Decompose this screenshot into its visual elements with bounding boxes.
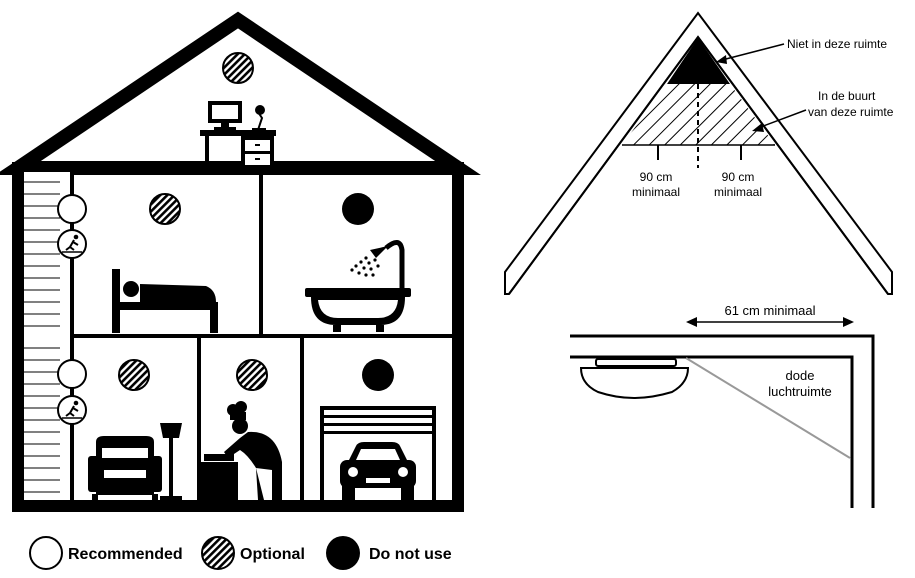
- left-distance-label-line2: minimaal: [632, 185, 680, 199]
- bathroom-do-not-use-detector: [342, 193, 374, 225]
- right-distance-label-line2: minimaal: [714, 185, 762, 199]
- not-in-space-arrowhead: [716, 55, 727, 64]
- not-in-space-arrow: [721, 43, 785, 61]
- legend-do-not-use-label: Do not use: [369, 546, 452, 563]
- ceiling-inner-line: [570, 355, 854, 508]
- right-distance-label-line1: 90 cm: [722, 170, 755, 184]
- near-space-label-line2: van deze ruimte: [808, 105, 894, 119]
- legend-do-not-use: Do not use: [326, 536, 452, 570]
- bedroom-optional-detector: [149, 193, 181, 225]
- do-not-use-swatch-icon: [326, 536, 360, 570]
- armchair-lamp-icon: [88, 423, 182, 500]
- kitchen-optional-detector: [236, 359, 268, 391]
- dead-air-label-line1: dode: [786, 368, 815, 383]
- garage-do-not-use-detector: [362, 359, 394, 391]
- ceiling-dead-air-diagram: 61 cm minimaal dode luchtruimte: [570, 303, 875, 508]
- bathtub-shower-icon: [305, 240, 411, 332]
- ceiling-outer-line: [570, 334, 875, 508]
- stair-lines: [24, 181, 60, 493]
- legend-recommended: Recommended: [29, 536, 183, 570]
- dead-air-label-line2: luchtruimte: [768, 384, 832, 399]
- house-roof: [0, 11, 481, 175]
- stairwell-upper-person-icon: [57, 229, 87, 259]
- optional-swatch-icon: [201, 536, 235, 570]
- near-space-label-line1: In de buurt: [818, 89, 876, 103]
- living-room-optional-detector: [118, 359, 150, 391]
- attic-apex-no-go-zone: [667, 38, 730, 84]
- stairwell-lower-person-icon: [57, 395, 87, 425]
- stairwell: [24, 170, 72, 500]
- recommended-swatch-icon: [29, 536, 63, 570]
- legend: Recommended Optional Do not use: [29, 536, 452, 570]
- house: [0, 11, 481, 512]
- attic-inner-roof-line: [508, 35, 889, 295]
- legend-optional: Optional: [201, 536, 305, 570]
- stairwell-upper-recommended-detector: [57, 194, 87, 224]
- left-distance-label-line1: 90 cm: [640, 170, 673, 184]
- dead-air-boundary-line: [685, 357, 851, 459]
- legend-recommended-label: Recommended: [68, 546, 183, 563]
- min-distance-dimension-arrow: [686, 317, 854, 327]
- legend-optional-label: Optional: [240, 546, 305, 563]
- attic-optional-detector: [222, 52, 254, 84]
- stairwell-lower-recommended-detector: [57, 359, 87, 389]
- min-distance-label: 61 cm minimaal: [724, 303, 815, 318]
- near-space-arrow: [757, 109, 807, 129]
- bed-icon: [112, 269, 218, 333]
- chef-cooking-icon: [200, 401, 282, 500]
- garage-car-icon: [320, 406, 436, 500]
- ceiling-smoke-detector-icon: [579, 358, 690, 400]
- near-space-arrowhead: [752, 123, 764, 132]
- not-in-space-label: Niet in deze ruimte: [787, 37, 887, 51]
- attic-placement-diagram: Niet in deze ruimte In de buurt van deze…: [504, 11, 894, 295]
- desk-computer-icon: [200, 101, 276, 168]
